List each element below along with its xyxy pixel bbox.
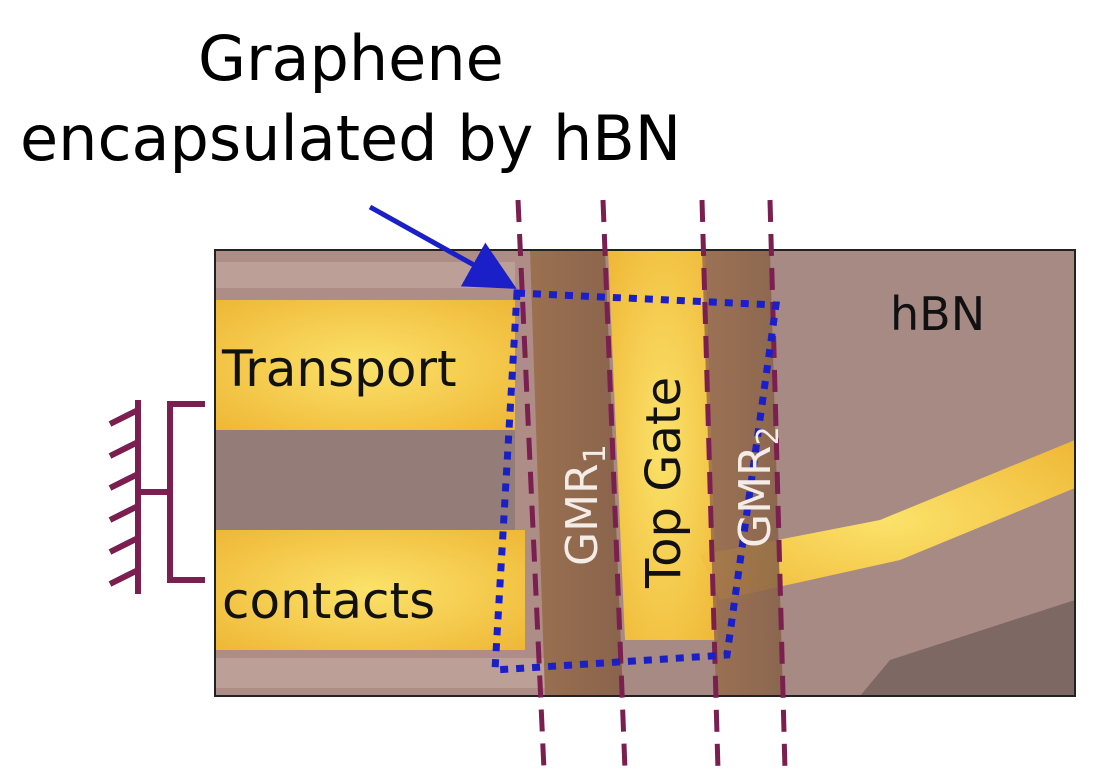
label-transport: Transport — [221, 340, 457, 398]
label-hbn: hBN — [890, 287, 985, 341]
label-gmr1-base: GMR — [557, 463, 608, 566]
label-gmr1-sub: 1 — [578, 444, 613, 463]
label-gmr2-sub: 2 — [751, 426, 786, 445]
contact-edge-dark — [215, 430, 515, 530]
ground-symbol — [110, 400, 205, 594]
label-contacts: contacts — [222, 572, 435, 630]
label-gmr2-base: GMR — [730, 445, 781, 548]
contact-top-strip — [215, 262, 515, 288]
label-top-gate: Top Gate — [636, 377, 692, 589]
